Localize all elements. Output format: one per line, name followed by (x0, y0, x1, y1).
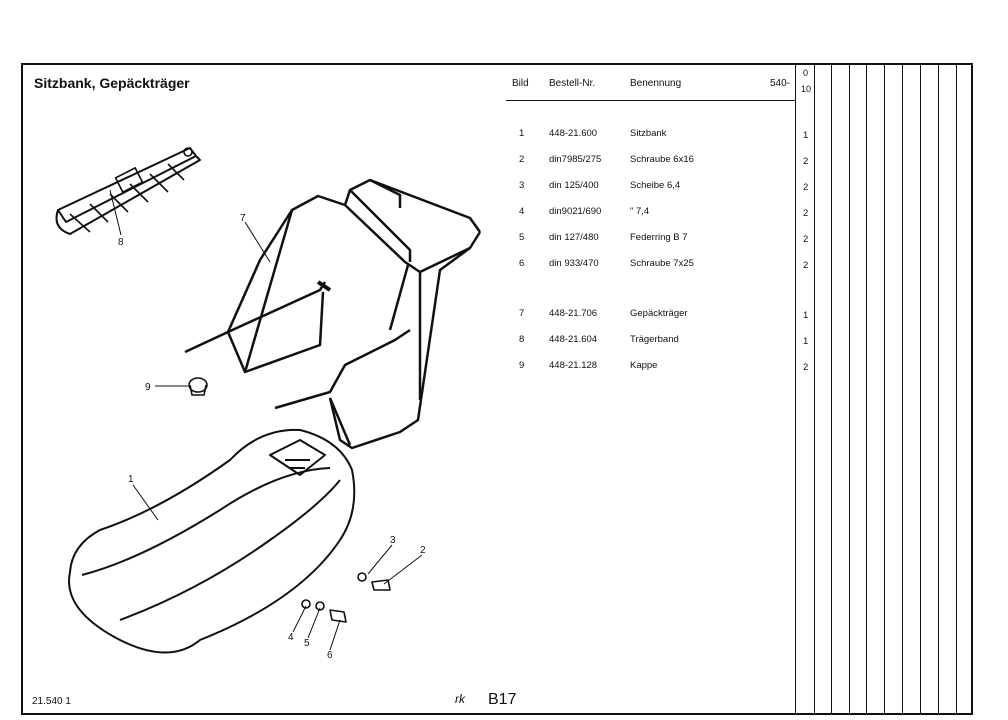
grid-column-line (849, 65, 850, 713)
part-bild: 8 (519, 334, 525, 345)
strap-part (55, 147, 201, 235)
callout-3: 3 (390, 535, 396, 546)
part-qty: 1 (803, 130, 809, 141)
part-number: 448-21.604 (549, 334, 598, 345)
part-name: Federring B 7 (630, 232, 688, 243)
part-bild: 4 (519, 206, 525, 217)
page-title: Sitzbank, Gepäckträger (34, 75, 190, 91)
grid-column-line (831, 65, 832, 713)
part-number: 448-21.706 (549, 308, 598, 319)
part-qty: 1 (803, 336, 809, 347)
part-number: din 127/480 (549, 232, 599, 243)
page-frame (21, 63, 973, 715)
part-bild: 3 (519, 180, 525, 191)
part-name: " 7,4 (630, 206, 650, 217)
grid-column-line (814, 65, 815, 713)
part-qty: 2 (803, 362, 809, 373)
callout-5: 5 (304, 638, 310, 649)
part-name: Gepäckträger (630, 308, 688, 319)
header-bild: Bild (512, 78, 529, 89)
header-bestell-nr: Bestell-Nr. (549, 78, 596, 89)
part-qty: 2 (803, 208, 809, 219)
luggage-rack-part (184, 178, 482, 450)
part-number: din7985/275 (549, 154, 602, 165)
header-col-10: 10 (801, 84, 812, 94)
header-rule (506, 100, 796, 101)
part-bild: 5 (519, 232, 525, 243)
part-bild: 1 (519, 128, 525, 139)
page-number: B17 (488, 691, 517, 708)
callout-7: 7 (240, 213, 246, 224)
initials: rk (455, 692, 465, 706)
callout-8: 8 (118, 237, 124, 248)
grid-column-line (956, 65, 957, 713)
part-name: Sitzbank (630, 128, 667, 139)
grid-column-line (884, 65, 885, 713)
part-bild: 6 (519, 258, 525, 269)
callout-2: 2 (420, 545, 426, 556)
grid-column-line (902, 65, 903, 713)
part-name: Schraube 6x16 (630, 154, 694, 165)
grid-column-line (866, 65, 867, 713)
fastener-parts (301, 572, 391, 623)
cap-part (188, 377, 208, 396)
part-name: Trägerband (630, 334, 679, 345)
part-qty: 2 (803, 234, 809, 245)
part-name: Kappe (630, 360, 658, 371)
part-number: din 933/470 (549, 258, 599, 269)
callout-1: 1 (128, 474, 134, 485)
part-number: 448-21.600 (549, 128, 598, 139)
part-qty: 2 (803, 156, 809, 167)
callout-labels: 8 7 9 1 3 2 4 5 6 (118, 213, 426, 661)
part-bild: 7 (519, 308, 525, 319)
grid-column-line (938, 65, 939, 713)
part-bild: 9 (519, 360, 525, 371)
part-bild: 2 (519, 154, 525, 165)
seat-part (68, 428, 356, 654)
grid-column-line (920, 65, 921, 713)
callout-4: 4 (288, 632, 294, 643)
part-name: Schraube 7x25 (630, 258, 694, 269)
part-number: din9021/690 (549, 206, 602, 217)
part-number: 448-21.128 (549, 360, 598, 371)
part-qty: 2 (803, 182, 809, 193)
part-qty: 2 (803, 260, 809, 271)
header-model: 540- (770, 78, 791, 89)
part-number: din 125/400 (549, 180, 599, 191)
callout-leaders (109, 189, 423, 651)
callout-6: 6 (327, 650, 333, 661)
callout-9: 9 (145, 382, 151, 393)
document-number: 21.540 1 (32, 696, 71, 707)
part-name: Scheibe 6,4 (630, 180, 681, 191)
header-col-0: 0 (803, 68, 809, 78)
grid-column-line (795, 65, 796, 713)
part-qty: 1 (803, 310, 809, 321)
header-benennung: Benennung (630, 78, 682, 89)
